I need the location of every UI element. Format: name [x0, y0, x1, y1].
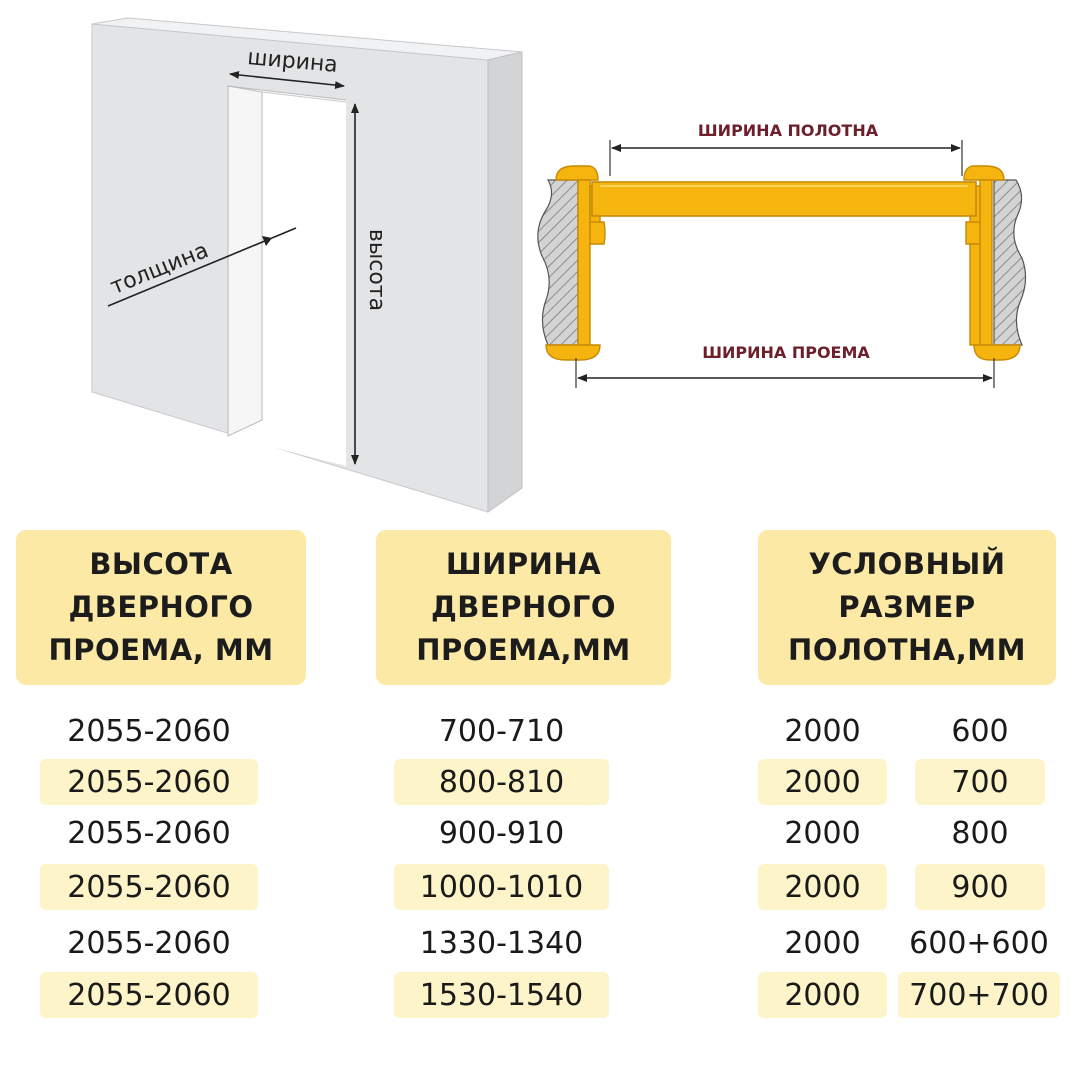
cell-leaf-width: 600+600 [909, 925, 1049, 961]
cell-leaf-height: 2000 [758, 972, 887, 1018]
cell-leaf-height: 2000 [758, 864, 887, 910]
cell-leaf-width: 800 [951, 815, 1009, 851]
header-line: ШИРИНА [445, 547, 602, 581]
diagrams: ширина высота толщина [91, 17, 1027, 513]
cell-opening-height: 2055-2060 [67, 925, 231, 961]
cell-leaf-height: 2000 [784, 713, 861, 749]
cell-leaf-width: 700 [915, 759, 1045, 805]
header-line: ВЫСОТА [89, 547, 233, 581]
frame-section-diagram: ШИРИНА ПОЛОТНА ШИРИНА ПРОЕМА [537, 121, 1027, 388]
cell-opening-width: 900-910 [438, 815, 565, 851]
cell-leaf-height: 2000 [758, 759, 887, 805]
opening-reveal [227, 85, 263, 437]
header-line: РАЗМЕР [838, 590, 976, 624]
cell-opening-width: 800-810 [394, 759, 609, 805]
header-opening-width: ШИРИНА ДВЕРНОГО ПРОЕМА,ММ [376, 530, 671, 685]
cell-leaf-height: 2000 [784, 925, 861, 961]
cell-leaf-width: 900 [915, 864, 1045, 910]
opening-width-label: ШИРИНА ПРОЕМА [702, 343, 870, 362]
cell-opening-width: 1000-1010 [394, 864, 609, 910]
width-dimension-arrow [229, 70, 345, 90]
height-label: высота [364, 229, 389, 311]
header-line: ПРОЕМА, ММ [48, 633, 274, 667]
wall-side-face [487, 51, 523, 513]
cell-leaf-width: 700+700 [898, 972, 1060, 1018]
cell-opening-height: 2055-2060 [40, 972, 258, 1018]
cell-leaf-height: 2000 [784, 815, 861, 851]
header-opening-height: ВЫСОТА ДВЕРНОГО ПРОЕМА, ММ [16, 530, 306, 685]
right-wall-section [993, 179, 1027, 346]
wall-opening-diagram: ширина высота толщина [91, 17, 523, 513]
cell-opening-height: 2055-2060 [67, 815, 231, 851]
leaf-width-label: ШИРИНА ПОЛОТНА [698, 121, 879, 140]
cell-opening-height: 2055-2060 [40, 759, 258, 805]
header-line: ПРОЕМА,ММ [416, 633, 631, 667]
cell-opening-height: 2055-2060 [40, 864, 258, 910]
left-wall-section [537, 179, 579, 346]
header-line: ДВЕРНОГО [430, 590, 617, 624]
cell-opening-width: 1330-1340 [419, 925, 584, 961]
cell-opening-width: 1530-1540 [394, 972, 609, 1018]
cell-opening-height: 2055-2060 [67, 713, 231, 749]
door-leaf [591, 181, 977, 217]
cell-leaf-width: 600 [951, 713, 1009, 749]
header-line: УСЛОВНЫЙ [808, 547, 1006, 581]
header-leaf-size: УСЛОВНЫЙ РАЗМЕР ПОЛОТНА,ММ [758, 530, 1056, 685]
cell-opening-width: 700-710 [438, 713, 565, 749]
header-line: ДВЕРНОГО [68, 590, 254, 624]
header-line: ПОЛОТНА,ММ [788, 633, 1026, 667]
thickness-leader-line [107, 237, 273, 307]
